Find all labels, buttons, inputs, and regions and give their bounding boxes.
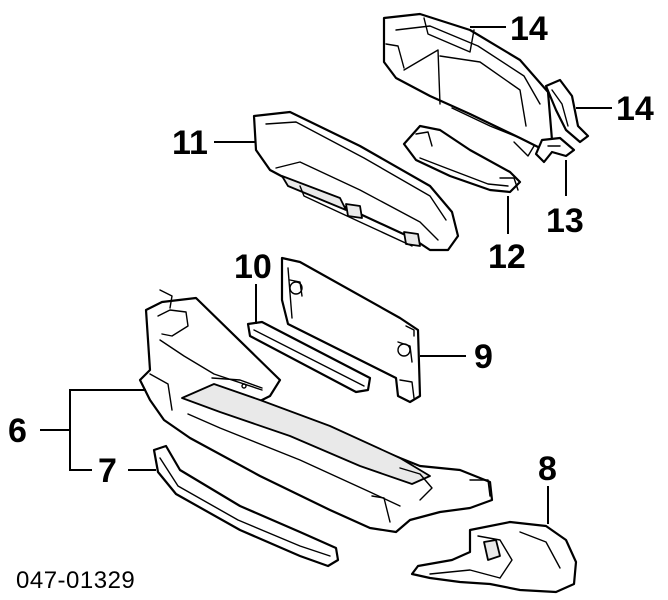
callout-8: 8	[538, 450, 557, 488]
callout-14-top: 14	[510, 10, 548, 48]
callout-14-right: 14	[616, 90, 654, 128]
part-14-side-seal	[544, 78, 590, 144]
diagram-reference-code: 047-01329	[16, 567, 135, 594]
callout-10: 10	[234, 248, 272, 286]
part-6-lower-carrier	[138, 289, 494, 534]
part-9-panel	[280, 256, 422, 404]
part-11-air-guide	[252, 110, 460, 252]
part-8-corner-bracket	[410, 520, 578, 594]
callout-12: 12	[488, 238, 526, 276]
callout-9: 9	[474, 338, 493, 376]
part-13-bracket	[534, 136, 576, 164]
leader-lines	[40, 26, 612, 524]
callout-11: 11	[172, 124, 208, 162]
part-7-spoiler-strip	[152, 444, 340, 568]
part-12-deflector	[402, 124, 522, 194]
callout-7: 7	[98, 452, 117, 490]
part-10-strip	[246, 320, 372, 394]
callout-13: 13	[546, 202, 584, 240]
callout-labels: 14 14 11 13 12 10 9 6 7 8	[8, 10, 654, 490]
callout-6: 6	[8, 412, 27, 450]
part-14-upper-duct	[382, 12, 554, 157]
